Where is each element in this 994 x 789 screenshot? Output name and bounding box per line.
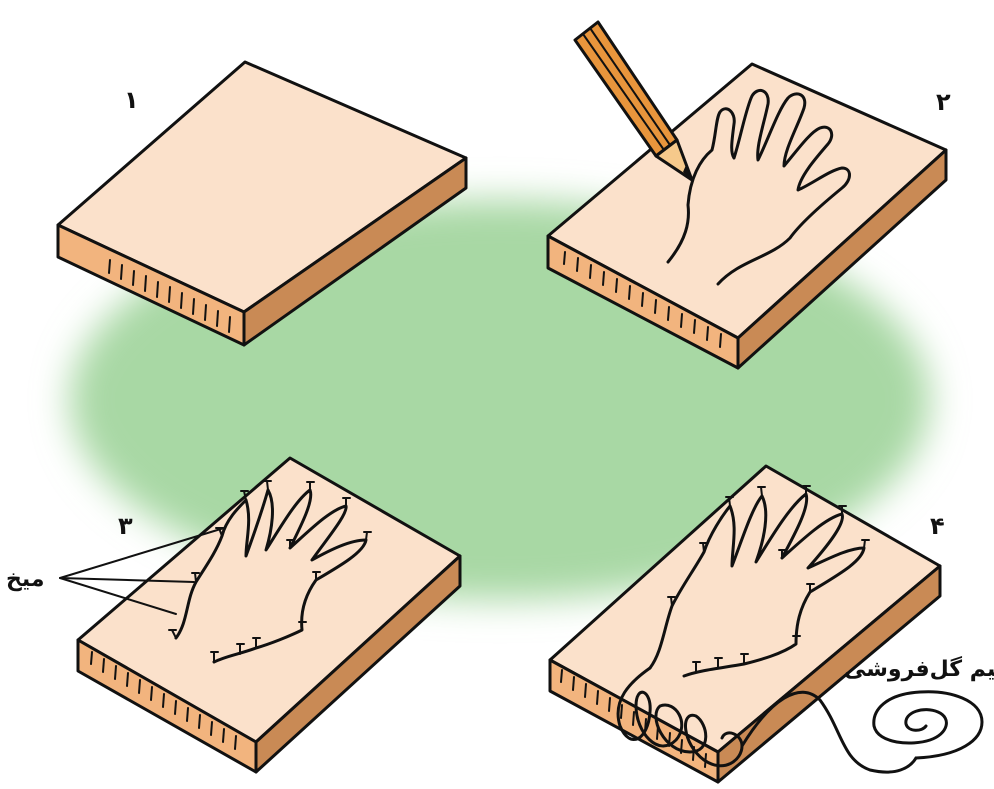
nail-label: میخ bbox=[6, 567, 44, 592]
step-number-1: ١ bbox=[124, 86, 139, 114]
step-number-2: ٢ bbox=[936, 88, 951, 116]
step-number-4: ۴ bbox=[930, 512, 945, 540]
florist-wire-label: سیم گل‌فروشی bbox=[844, 655, 994, 682]
wire-coil-icon bbox=[874, 692, 982, 758]
pencil-icon bbox=[575, 22, 692, 180]
step-number-3: ٣ bbox=[118, 512, 133, 540]
